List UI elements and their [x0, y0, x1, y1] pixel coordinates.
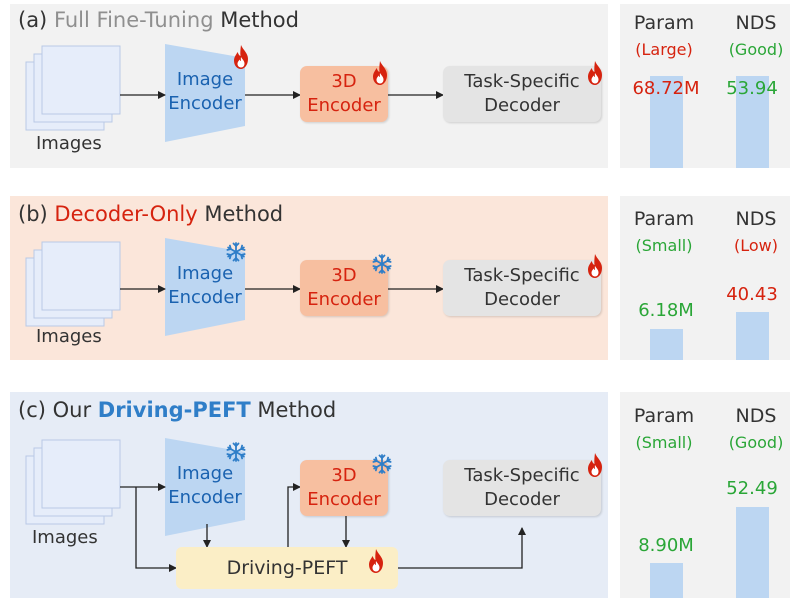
nds-header-a: NDS — [735, 12, 777, 34]
row-title-suffix: Method — [213, 8, 299, 32]
nds-bar-c — [736, 507, 769, 598]
param-quality-b: (Small) — [635, 236, 693, 255]
row-title-prefix: (c) Our — [18, 398, 98, 422]
fire-icon — [585, 60, 605, 90]
row-title-b: (b) Decoder-Only Method — [18, 202, 283, 226]
row-title-highlight: Decoder-Only — [54, 202, 198, 226]
snowflake-icon — [226, 242, 246, 266]
fire-icon — [366, 548, 386, 578]
row-title-c: (c) Our Driving-PEFT Method — [18, 398, 336, 422]
row-title-suffix: Method — [250, 398, 337, 422]
decoder-box-a: Task-Specific Decoder — [443, 66, 601, 122]
param-value-b: 6.18M — [638, 300, 694, 321]
fire-icon — [231, 44, 251, 74]
driving-peft-box: Driving-PEFT — [176, 547, 398, 589]
images-label-a: Images — [36, 133, 102, 154]
fire-icon — [585, 452, 605, 482]
image-stack-c — [25, 439, 121, 525]
encoder-3d-box-b: 3D Encoder — [300, 260, 388, 316]
param-bar-b — [650, 329, 683, 360]
images-label-b: Images — [36, 326, 102, 347]
arrow-images-to-peft-c — [135, 487, 177, 572]
nds-header-c: NDS — [735, 405, 777, 427]
param-quality-c: (Small) — [635, 433, 693, 452]
image-encoder-shape-a — [165, 44, 245, 142]
image-encoder-shape-b — [165, 238, 245, 336]
nds-bar-a — [736, 76, 769, 168]
param-bar-a — [650, 76, 683, 168]
param-bar-c — [650, 563, 683, 598]
snowflake-icon — [372, 254, 392, 278]
nds-bar-b — [736, 312, 769, 360]
nds-quality-a: (Good) — [728, 40, 784, 59]
encoder-3d-box-c: 3D Encoder — [300, 460, 388, 516]
row-title-prefix: (a) — [18, 8, 54, 32]
fire-icon — [370, 60, 390, 90]
decoder-box-c: Task-Specific Decoder — [443, 460, 601, 516]
image-encoder-label-a: Image Encoder — [168, 69, 242, 114]
image-stack-a — [25, 45, 121, 131]
arrow-peft-to-decoder-c — [398, 527, 526, 569]
decoder-box-b: Task-Specific Decoder — [443, 260, 601, 316]
nds-value-c: 52.49 — [726, 478, 778, 499]
nds-quality-b: (Low) — [734, 236, 778, 255]
param-quality-a: (Large) — [635, 40, 693, 59]
param-header-c: Param — [633, 405, 695, 427]
param-value-a: 68.72M — [632, 78, 700, 99]
row-title-a: (a) Full Fine-Tuning Method — [18, 8, 299, 32]
nds-value-a: 53.94 — [726, 78, 778, 99]
encoder-3d-box-a: 3D Encoder — [300, 66, 388, 122]
row-title-highlight: Driving-PEFT — [97, 398, 251, 422]
snowflake-icon — [372, 454, 392, 478]
image-stack-b — [25, 241, 121, 327]
row-title-suffix: Method — [197, 202, 284, 226]
nds-header-b: NDS — [735, 208, 777, 230]
param-header-b: Param — [633, 208, 695, 230]
param-header-a: Param — [633, 12, 695, 34]
nds-quality-c: (Good) — [728, 433, 784, 452]
arrow-peft-to-3d-c — [287, 483, 301, 547]
image-encoder-label-b: Image Encoder — [168, 263, 242, 308]
row-title-prefix: (b) — [18, 202, 55, 226]
images-label-c: Images — [32, 527, 98, 548]
snowflake-icon — [226, 442, 246, 466]
param-value-c: 8.90M — [638, 535, 694, 556]
image-encoder-label-c: Image Encoder — [168, 463, 242, 508]
fire-icon — [585, 253, 605, 283]
nds-value-b: 40.43 — [726, 284, 778, 305]
image-encoder-shape-c — [165, 438, 245, 536]
row-title-highlight: Full Fine-Tuning — [53, 8, 214, 32]
